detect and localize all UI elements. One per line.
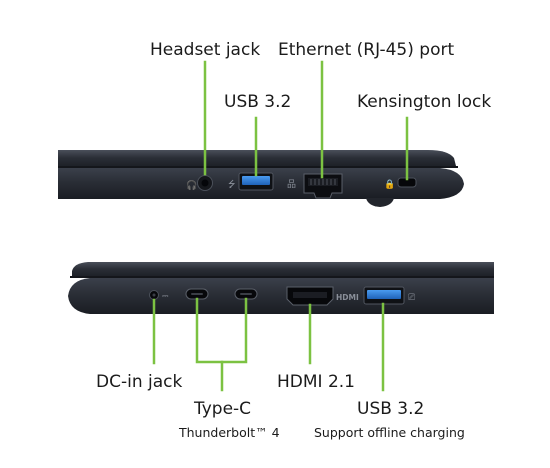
right-side-view: 🎧 ⭍ 品 [58,60,464,207]
power-glyph-icon: ⎓ [162,291,169,300]
usb-symbol-icon: ⭍ [228,179,236,190]
type-c-port-2 [234,288,258,300]
dc-in-port: ⎓ [149,290,169,300]
bottom-callouts [152,297,385,392]
label-hdmi: HDMI 2.1 [277,372,355,392]
label-kensington-lock: Kensington lock [357,92,492,112]
label-thunderbolt: Thunderbolt™ 4 [179,425,280,440]
hdmi-port: HDMI [286,286,359,306]
top-lid-seam [58,166,458,168]
label-dc-in-jack: DC-in jack [96,372,183,392]
type-c-port-1 [185,288,209,300]
bottom-lid-seam [70,276,494,278]
label-type-c: Type-C [194,399,252,419]
label-usb-charging: Support offline charging [314,425,465,440]
label-headset-jack: Headset jack [150,40,261,60]
left-side-view: ⎓ HDMI ⎚ [68,262,494,392]
top-callouts [203,60,409,181]
network-glyph-icon: 品 [287,179,296,190]
ethernet-port: 品 [287,173,343,199]
label-usb32-top: USB 3.2 [224,92,292,112]
usb-port-bottom: ⎚ [363,286,416,305]
lock-glyph-icon: 🔒 [384,179,395,190]
charging-glyph-icon: ⎚ [408,293,416,303]
label-usb32-bottom: USB 3.2 [357,399,425,419]
top-foot [366,198,394,207]
hdmi-logo: HDMI [336,293,359,302]
headset-glyph-icon: 🎧 [186,179,197,191]
bottom-lid [72,262,494,276]
label-ethernet-port: Ethernet (RJ-45) port [278,40,455,60]
headset-jack: 🎧 [186,175,213,191]
bottom-base [68,278,494,314]
